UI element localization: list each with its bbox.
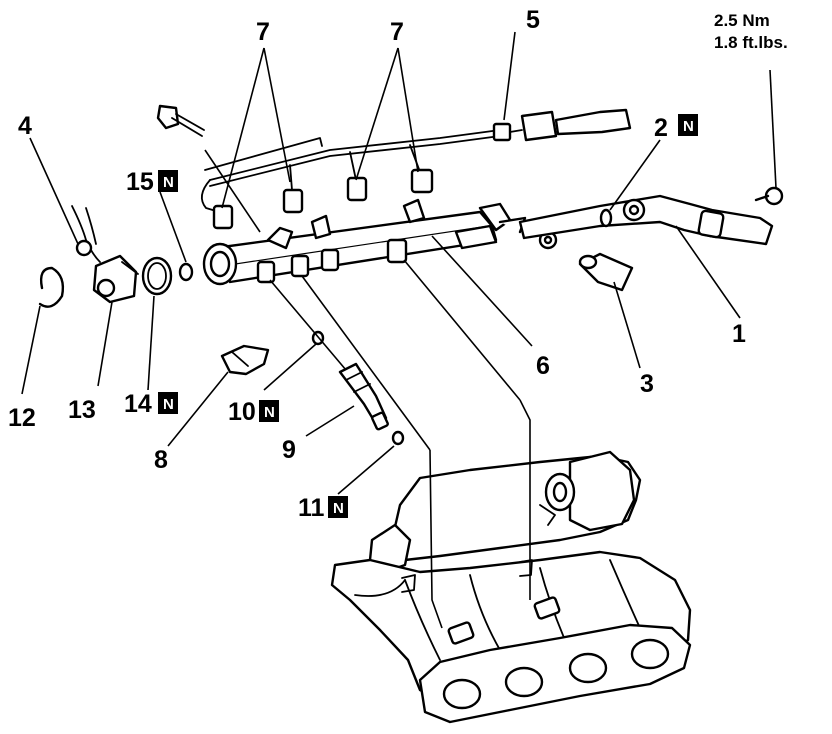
injector-wiring-harness bbox=[200, 129, 501, 230]
injector-connector-1 bbox=[212, 204, 234, 230]
callout-1: 1 bbox=[732, 320, 746, 348]
callout-6: 6 bbox=[536, 352, 550, 380]
callout-7-right: 7 bbox=[390, 18, 404, 46]
injector-connector-2 bbox=[282, 188, 304, 214]
callout-number: 7 bbox=[256, 18, 270, 46]
callout-number: 7 bbox=[390, 18, 404, 46]
new-part-badge bbox=[158, 392, 178, 414]
callout-number: 10 bbox=[228, 398, 256, 426]
new-part-badge-letter: N bbox=[683, 118, 694, 135]
insulator-part-3 bbox=[578, 252, 634, 292]
callout-9: 9 bbox=[282, 436, 296, 464]
new-part-badge-letter: N bbox=[163, 396, 174, 413]
callout-number: 13 bbox=[68, 396, 96, 424]
injector-cup-3 bbox=[320, 248, 340, 272]
bracket-part-8 bbox=[220, 344, 270, 376]
assembly-guide-lines bbox=[204, 149, 531, 629]
callout-7-left: 7 bbox=[256, 18, 270, 46]
callout-12: 12 bbox=[8, 404, 36, 432]
callout-number: 15 bbox=[126, 168, 154, 196]
injector-cup-4 bbox=[386, 238, 408, 264]
torque-spec-line-2: 1.8 ft.lbs. bbox=[714, 33, 788, 52]
oring-part-15 bbox=[178, 262, 194, 282]
pressure-regulator bbox=[71, 205, 139, 304]
callout-11: 11 N bbox=[298, 494, 348, 522]
harness-connector bbox=[492, 108, 632, 142]
callout-number: 12 bbox=[8, 404, 36, 432]
injector-connector-3 bbox=[346, 176, 368, 202]
injector-connector-4 bbox=[410, 168, 434, 194]
oring-part-2 bbox=[599, 208, 613, 228]
callout-number: 5 bbox=[526, 6, 540, 34]
callout-14: 14 N bbox=[124, 390, 178, 418]
callout-number: 14 bbox=[124, 390, 152, 418]
new-part-badge bbox=[158, 170, 178, 192]
retainer-clip-part-12 bbox=[38, 266, 65, 308]
callout-number: 2 bbox=[654, 114, 668, 142]
callout-leaders bbox=[21, 31, 777, 495]
new-part-badge bbox=[259, 400, 279, 422]
callout-number: 11 bbox=[298, 494, 325, 522]
callout-4: 4 bbox=[18, 112, 32, 140]
rail-bolt bbox=[156, 104, 205, 137]
callout-8: 8 bbox=[154, 446, 168, 474]
oring-part-11 bbox=[391, 430, 405, 446]
fuel-injector-part-9 bbox=[338, 362, 389, 431]
callout-number: 8 bbox=[154, 446, 168, 474]
callout-15: 15 N bbox=[126, 168, 178, 196]
torque-spec-line-1: 2.5 Nm bbox=[714, 11, 770, 30]
callout-5: 5 bbox=[526, 6, 540, 34]
callout-number: 3 bbox=[640, 370, 654, 398]
callout-number: 6 bbox=[536, 352, 550, 380]
fuel-rail bbox=[202, 198, 558, 286]
fuel-pipe-hose bbox=[518, 186, 784, 246]
new-part-badge bbox=[678, 114, 698, 136]
callout-10: 10 N bbox=[228, 398, 279, 426]
callout-number: 4 bbox=[18, 112, 32, 140]
new-part-badge-letter: N bbox=[163, 174, 174, 191]
callout-13: 13 bbox=[68, 396, 96, 424]
new-part-badge-letter: N bbox=[333, 500, 344, 517]
intake-manifold bbox=[330, 450, 692, 724]
callout-3: 3 bbox=[640, 370, 654, 398]
new-part-badge-letter: N bbox=[264, 404, 275, 421]
callout-number: 9 bbox=[282, 436, 296, 464]
injector-cup-2 bbox=[290, 254, 310, 278]
new-part-badge bbox=[328, 496, 348, 518]
callout-2: 2 N bbox=[654, 114, 698, 142]
callout-number: 1 bbox=[732, 320, 746, 348]
injector-cup-1 bbox=[256, 260, 276, 284]
